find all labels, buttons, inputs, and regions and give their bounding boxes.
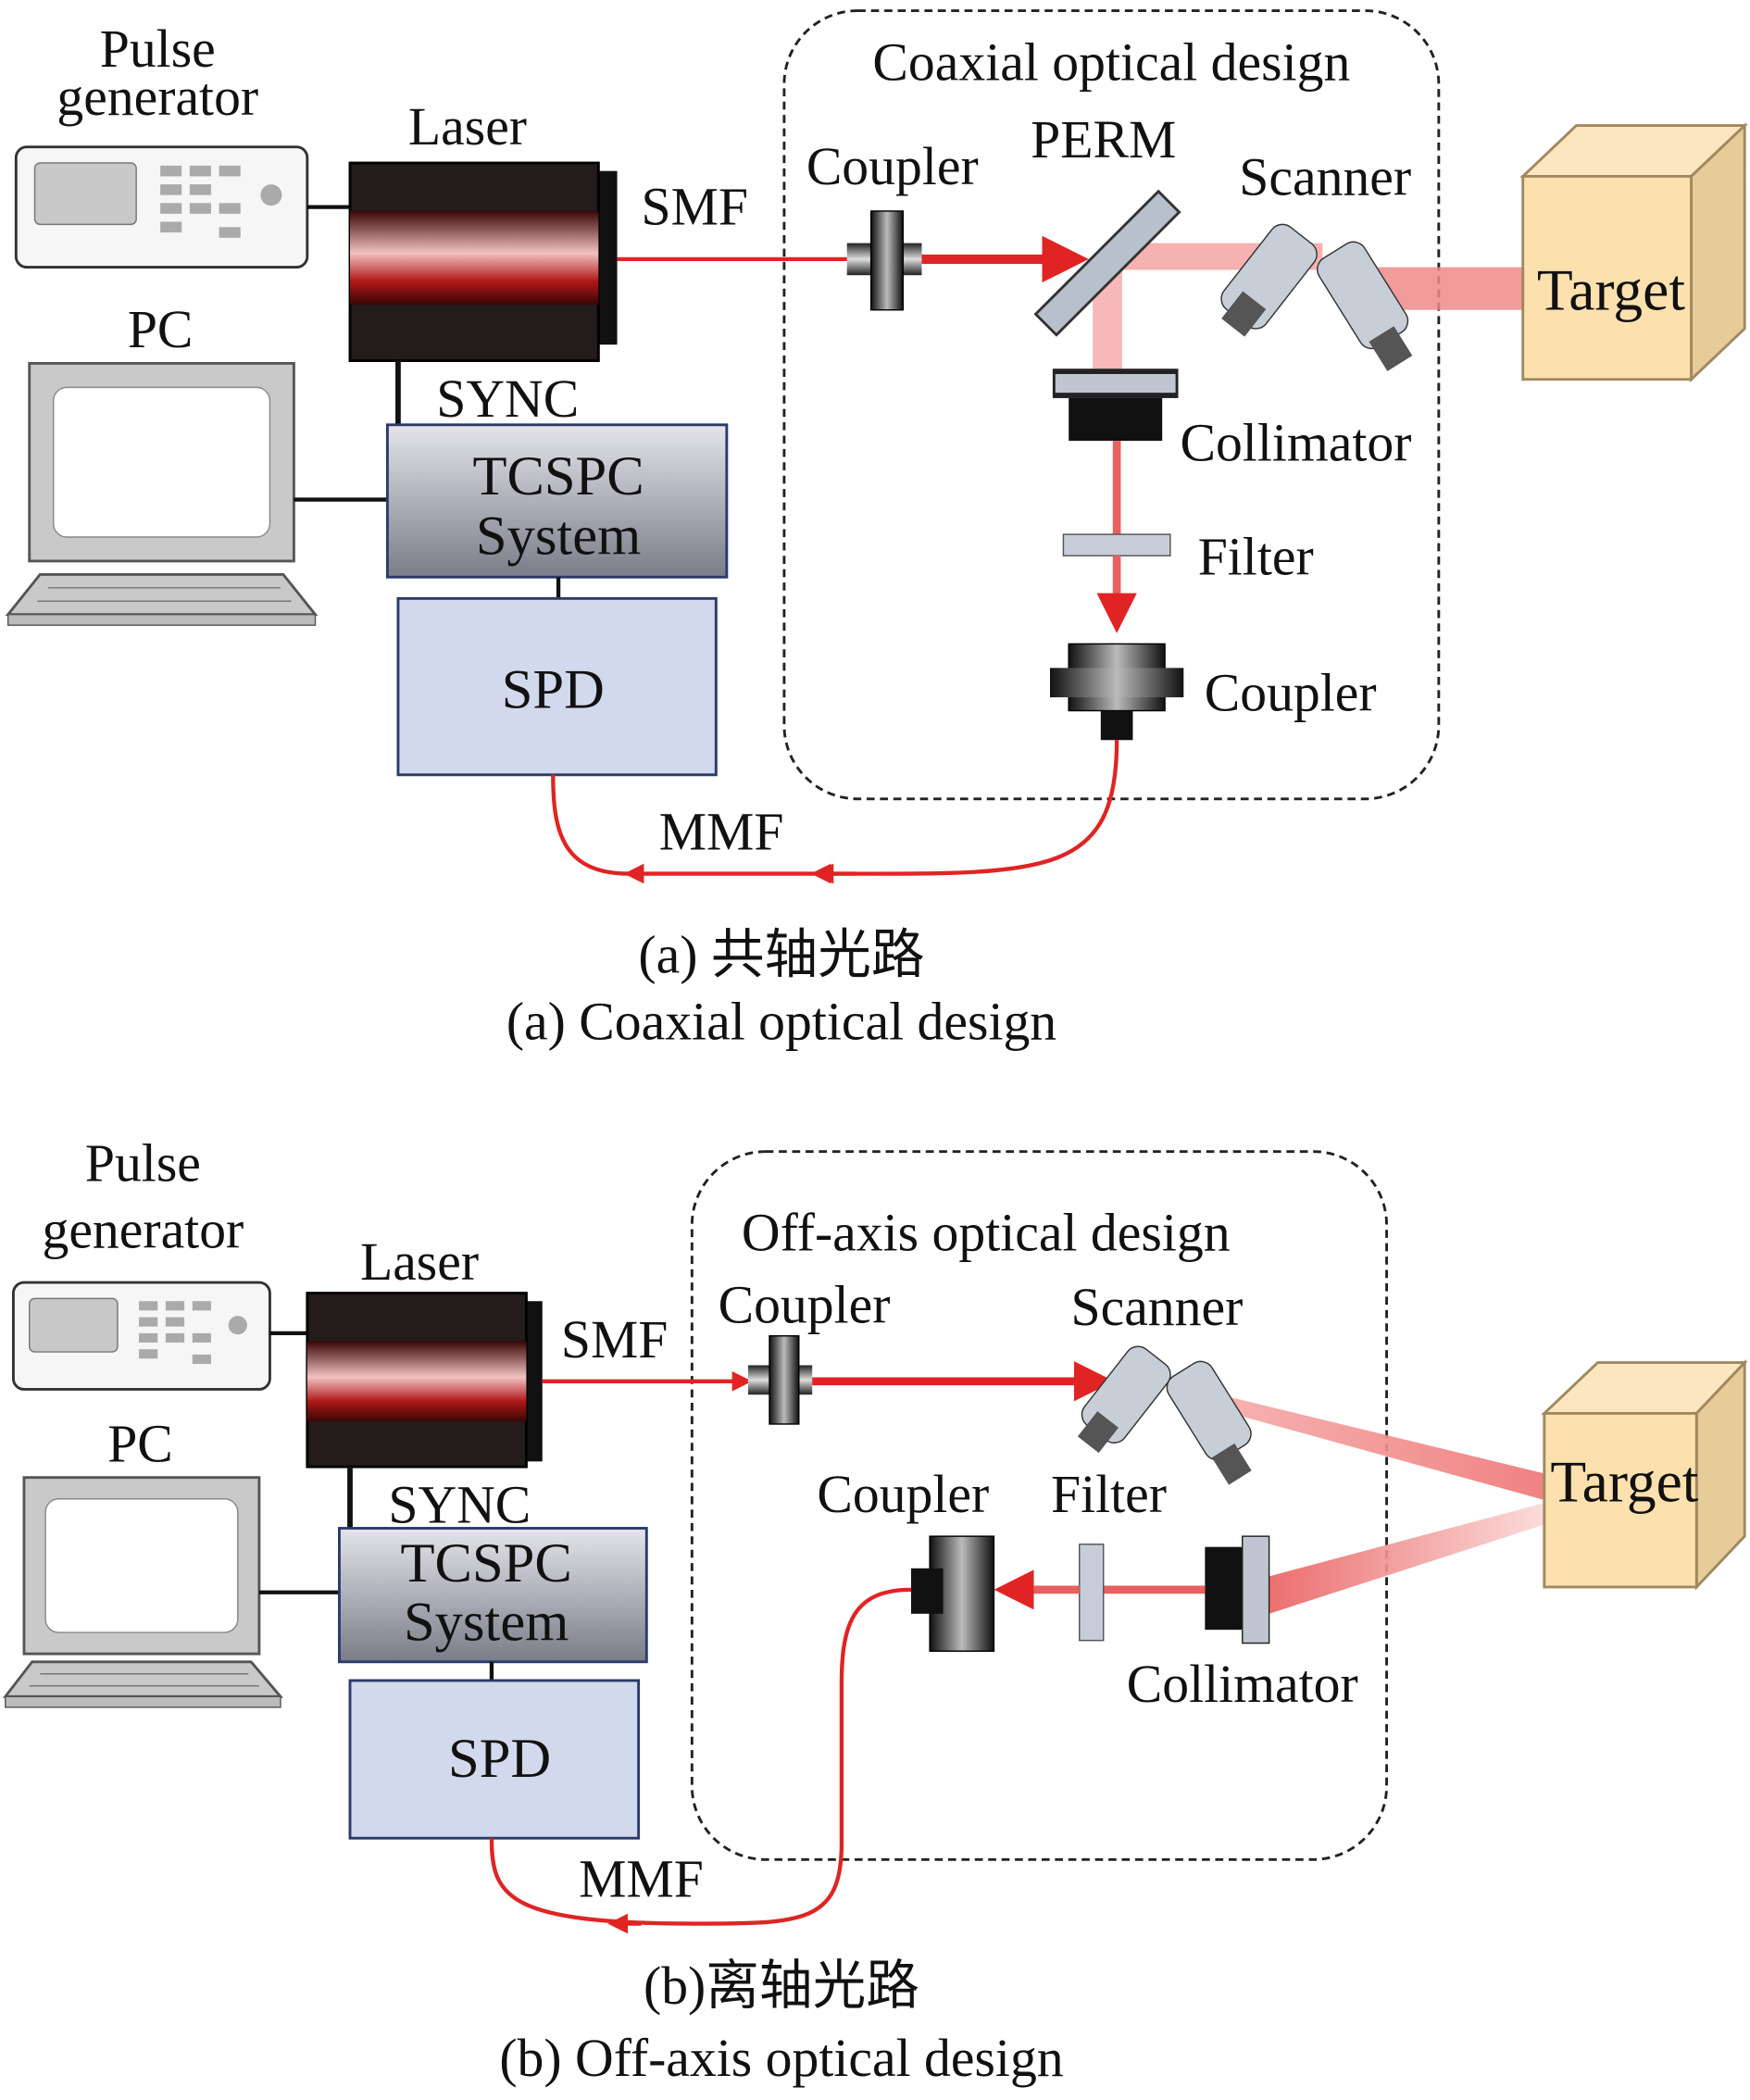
- perm-mirror-icon: [1033, 189, 1181, 337]
- spd-label-b: SPD: [448, 1728, 551, 1790]
- coupler2-label-a: Coupler: [1205, 665, 1377, 723]
- pulse-label-b1: Pulse: [85, 1134, 201, 1193]
- pulse-label-b2: generator: [42, 1202, 244, 1260]
- pc-icon: [5, 361, 319, 626]
- target-label-b: Target: [1550, 1449, 1698, 1515]
- target-label-a: Target: [1537, 257, 1685, 323]
- scanner-label-b: Scanner: [1071, 1279, 1244, 1337]
- collimator-label-a: Collimator: [1180, 415, 1411, 473]
- coupler1-label: Coupler: [806, 138, 979, 196]
- pulse-generator-icon: [14, 145, 309, 269]
- caption-a-en: (a) Coaxial optical design: [506, 993, 1056, 1051]
- pc-label-b: PC: [107, 1415, 173, 1473]
- coupler2-label-b: Coupler: [817, 1466, 989, 1524]
- sync-label: SYNC: [436, 370, 579, 429]
- tcspc-label-b1: TCSPC: [401, 1532, 572, 1594]
- coupler2-icon: [1050, 643, 1184, 741]
- caption-a-cn: (a) 共轴光路: [638, 926, 924, 984]
- scanner-label: Scanner: [1239, 149, 1411, 207]
- spd-box: [396, 596, 718, 777]
- spd-label: SPD: [502, 659, 605, 721]
- target-box-b: [1541, 1358, 1748, 1591]
- pc-label: PC: [128, 301, 194, 359]
- tcspc-box-b: [338, 1527, 648, 1664]
- caption-b-en: (b) Off-axis optical design: [499, 2030, 1063, 2088]
- panel-b: Off-axis optical design Pulse generator …: [2, 1134, 1748, 2088]
- offaxis-design-box: [690, 1150, 1389, 1861]
- offaxis-box-label: Off-axis optical design: [742, 1204, 1231, 1262]
- laser-label: Laser: [408, 98, 527, 156]
- pc-icon-b: [2, 1476, 284, 1708]
- coaxial-box-label: Coaxial optical design: [872, 34, 1350, 93]
- tcspc-label-2: System: [476, 506, 641, 568]
- filter-icon-a: [1062, 533, 1171, 556]
- panel-a: Coaxial optical design Pulse generator L…: [5, 9, 1748, 1051]
- tcspc-label-1: TCSPC: [472, 445, 644, 507]
- collimator-label-b: Collimator: [1127, 1656, 1358, 1714]
- target-box-a: [1519, 122, 1748, 383]
- mmf-label-a: MMF: [659, 804, 784, 862]
- filter-label-b: Filter: [1051, 1466, 1167, 1524]
- tcspc-box: [385, 423, 729, 579]
- sync-label-b: SYNC: [388, 1477, 531, 1535]
- scanner-icon: [1220, 223, 1413, 371]
- pulse-label-2: generator: [56, 69, 258, 127]
- tcspc-label-b2: System: [404, 1592, 569, 1654]
- perm-label: PERM: [1031, 111, 1176, 169]
- laser-icon-b: [306, 1292, 543, 1469]
- coupler1-label-b: Coupler: [719, 1276, 891, 1334]
- smf-label-b: SMF: [561, 1311, 668, 1369]
- laser-icon: [348, 161, 618, 362]
- filter-icon-b: [1079, 1544, 1105, 1642]
- coupler-icon: [846, 210, 922, 311]
- mmf-label-b: MMF: [579, 1851, 704, 1909]
- pulse-label-1: Pulse: [100, 20, 216, 79]
- collimator-icon: [1052, 369, 1179, 442]
- collimator-icon-b: [1205, 1535, 1270, 1644]
- scanner-icon-b: [1077, 1345, 1252, 1485]
- laser-label-b: Laser: [360, 1233, 479, 1292]
- coupler-icon-b: [747, 1335, 813, 1425]
- caption-b-cn: (b)离轴光路: [644, 1957, 919, 2016]
- smf-label: SMF: [641, 178, 747, 236]
- coupler2-icon-b: [910, 1535, 995, 1652]
- spd-box-b: [348, 1679, 641, 1840]
- filter-label-a: Filter: [1198, 528, 1314, 586]
- pulse-generator-icon-b: [11, 1281, 271, 1391]
